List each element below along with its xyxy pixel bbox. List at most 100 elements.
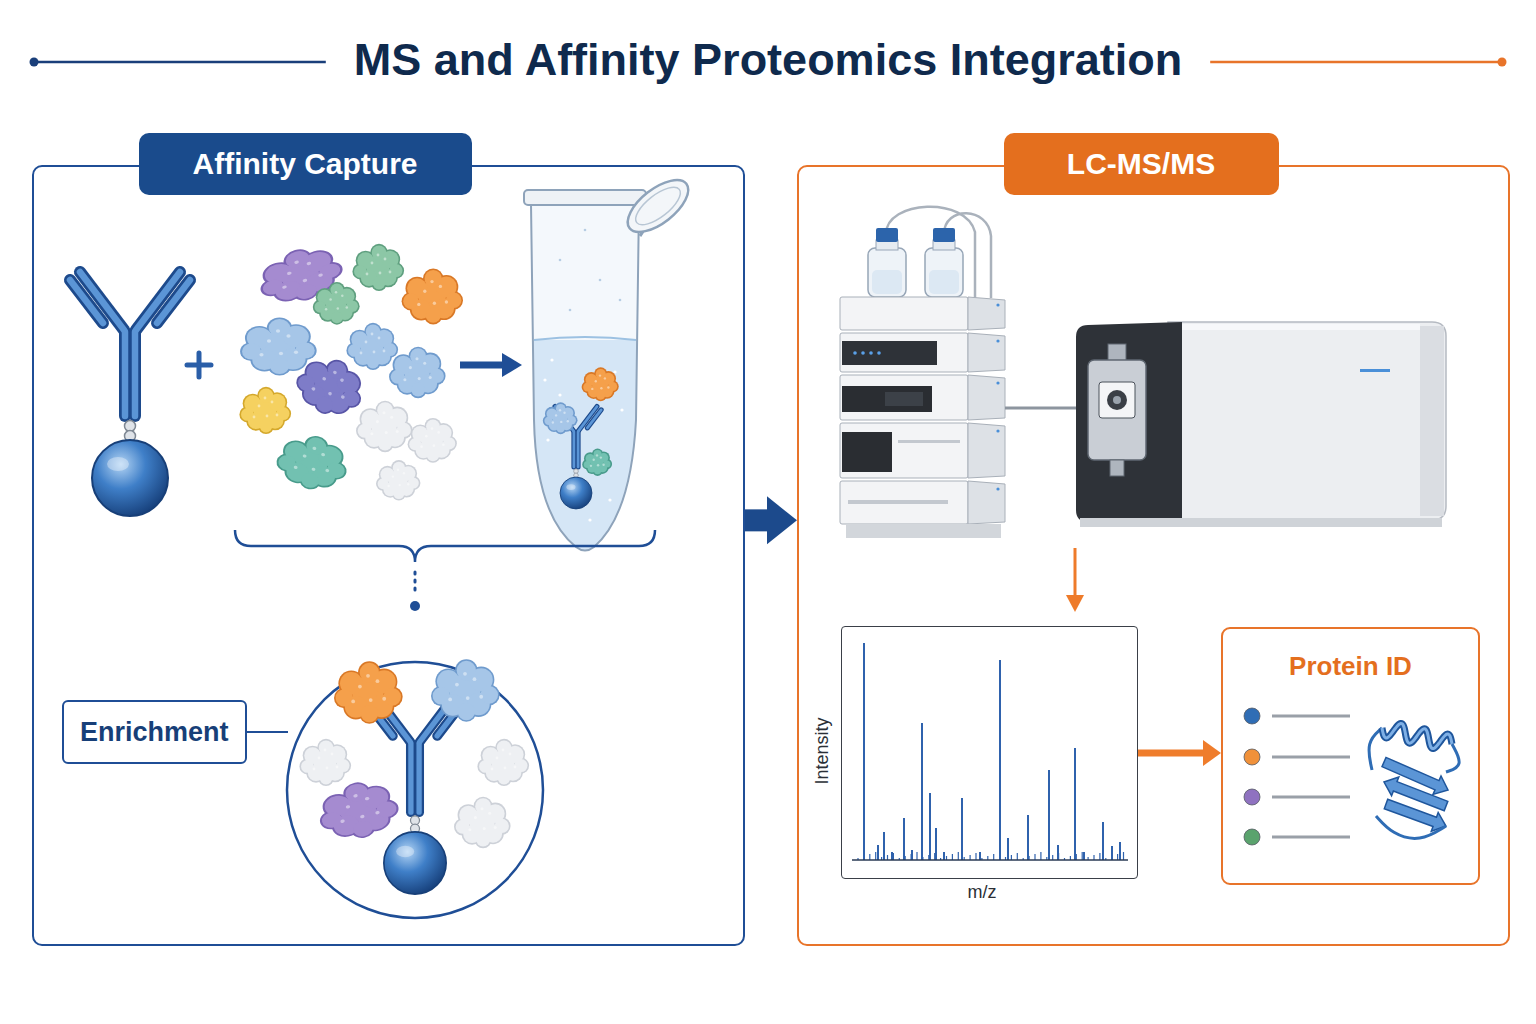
protein-blob-part xyxy=(337,759,350,772)
lc-system-part xyxy=(885,392,923,406)
protein-blob-part xyxy=(385,431,388,434)
lc-system-part xyxy=(840,333,968,372)
capture-illustration xyxy=(70,170,697,918)
mass-spectrum-part xyxy=(999,660,1001,860)
protein-blob-part xyxy=(346,805,351,809)
protein-blob-part xyxy=(468,828,471,831)
lc-system-part xyxy=(848,500,948,504)
antibody xyxy=(366,694,464,894)
protein-blob-part xyxy=(328,391,333,395)
protein-blob-part xyxy=(321,811,343,830)
protein-list-part xyxy=(1244,829,1260,845)
protein-blob-part xyxy=(326,461,346,479)
protein-blob-part xyxy=(318,757,321,760)
lc-system-part xyxy=(853,351,857,355)
protein-blob-part xyxy=(604,377,606,379)
ion-source-part xyxy=(1110,460,1124,476)
protein-blob-part xyxy=(555,414,557,416)
protein-blob-part xyxy=(333,370,338,374)
protein-blob-part xyxy=(366,273,369,276)
protein-blob-part xyxy=(367,356,380,369)
sample-tube-part xyxy=(619,299,622,302)
protein-blob-part xyxy=(399,484,401,486)
protein-blob-part xyxy=(276,414,279,417)
protein-blob-part xyxy=(301,760,314,773)
protein-blob-part xyxy=(418,377,421,380)
lc-system-part xyxy=(840,375,968,420)
mass-spectrum-part xyxy=(952,854,953,860)
protein-blob-part xyxy=(365,797,370,801)
protein-blob-part xyxy=(597,464,599,466)
protein-blob xyxy=(454,797,511,849)
mass-spectrum-part xyxy=(1119,842,1121,860)
protein-blob-part xyxy=(259,388,273,402)
flow-arrow-part xyxy=(1203,740,1221,766)
protein-blob-part xyxy=(376,679,380,683)
protein-blob-part xyxy=(318,273,323,277)
protein-list-part xyxy=(1272,715,1350,718)
protein-blob-part xyxy=(446,293,462,309)
protein-blob-part xyxy=(314,394,335,414)
lc-system-part xyxy=(929,270,959,294)
protein-blob-part xyxy=(241,408,254,421)
sample-tube-part xyxy=(619,170,697,241)
protein-blob-part xyxy=(476,833,490,847)
mass-spectrometer-part xyxy=(1360,369,1390,372)
mass-spectrum-part xyxy=(993,854,994,860)
mass-spectrum-part xyxy=(929,793,931,860)
protein-blob-part xyxy=(420,445,423,448)
protein-blob-part xyxy=(366,324,380,338)
sample-tube-part xyxy=(524,190,646,205)
protein-blob xyxy=(356,401,413,453)
mass-spectrum-part xyxy=(1111,846,1113,860)
protein-blob-part xyxy=(340,378,345,382)
protein-blob-part xyxy=(378,337,381,340)
flow-arrow xyxy=(745,496,797,544)
protein-blob xyxy=(352,244,404,291)
protein-blob-part xyxy=(260,420,273,433)
sample-tube-part xyxy=(531,204,639,551)
protein-blob-part xyxy=(560,421,562,423)
antibody-part xyxy=(70,280,103,323)
sample-tube-part xyxy=(620,408,623,411)
protein-blob-part xyxy=(425,270,442,287)
sample-tube-part xyxy=(599,279,602,282)
lc-system-part xyxy=(840,423,968,478)
mass-spectrum-part xyxy=(869,854,870,860)
protein-blob-part xyxy=(596,369,606,379)
sample-tube-part xyxy=(520,340,650,560)
protein-blob-part xyxy=(596,454,598,456)
protein-blob-part xyxy=(415,357,418,360)
protein-blob-part xyxy=(515,759,528,772)
protein-blob-part xyxy=(358,424,372,438)
protein-list-part xyxy=(1272,796,1350,799)
lc-system-part xyxy=(876,228,898,242)
lc-system-part xyxy=(1005,407,1088,410)
mass-spectrum-part xyxy=(863,643,865,860)
protein-blob-part xyxy=(360,663,379,682)
protein-blob-part xyxy=(391,370,405,384)
protein-blob-part xyxy=(340,388,361,409)
protein-blob-part xyxy=(294,351,298,355)
protein-blob xyxy=(273,430,352,495)
protein-blob-part xyxy=(479,760,492,773)
protein-list xyxy=(1244,708,1350,845)
antibody-part xyxy=(566,484,575,490)
protein-list-part xyxy=(1272,836,1350,839)
leader-line xyxy=(247,731,288,733)
protein-blob-part xyxy=(417,303,420,306)
protein-blob-part xyxy=(372,245,386,259)
protein-blob xyxy=(582,367,619,401)
protein-blob xyxy=(582,449,612,476)
antibody-part xyxy=(577,432,580,467)
protein-blob-part xyxy=(594,467,601,474)
mass-spectrum-part xyxy=(891,852,893,860)
mass-spectrum-part xyxy=(1102,822,1104,860)
protein-blob-part xyxy=(258,405,261,408)
mass-spectrum-part xyxy=(935,828,937,860)
protein-blob xyxy=(389,347,446,399)
flow-arrow-part xyxy=(767,496,797,544)
protein-blob-part xyxy=(425,435,428,438)
protein-blob-part xyxy=(599,374,601,376)
lc-system-part xyxy=(933,228,955,242)
